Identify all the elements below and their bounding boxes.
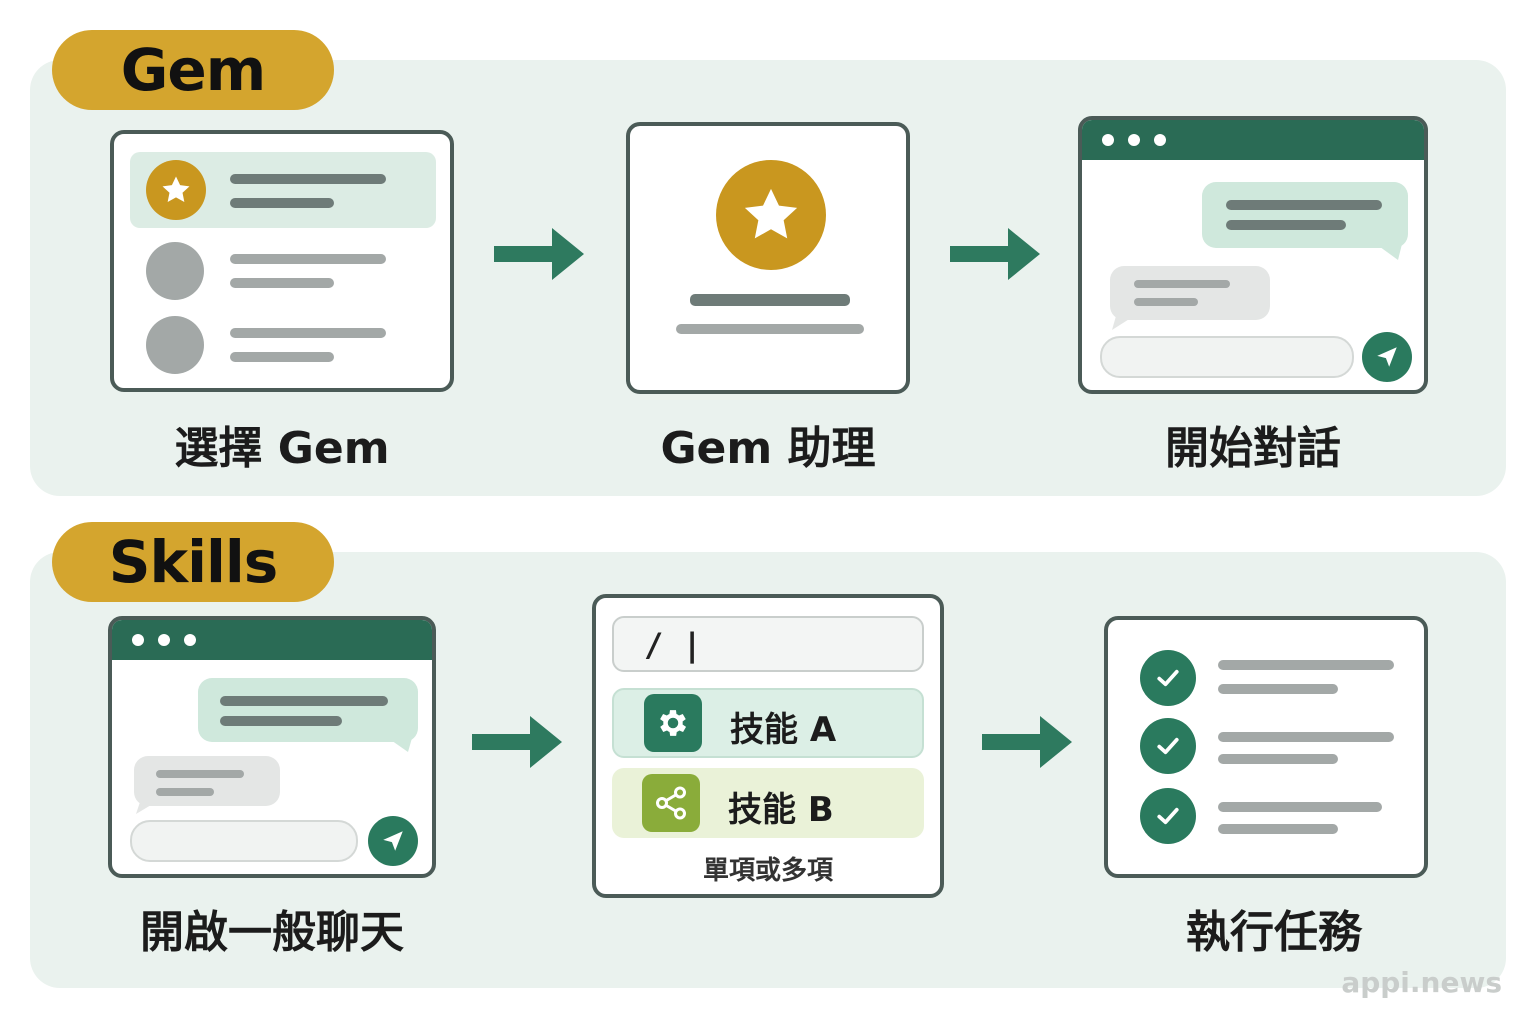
message-line: [156, 788, 214, 796]
task-line: [1218, 684, 1338, 694]
share-icon: [656, 786, 686, 820]
chat-window: [1078, 116, 1428, 394]
task-line: [1218, 660, 1394, 670]
gem-avatar: [146, 242, 204, 300]
skill-b-icon-box: [642, 774, 700, 832]
gem-item-line: [230, 278, 334, 288]
assistant-title-line: [690, 294, 850, 306]
send-button[interactable]: [1362, 332, 1412, 382]
send-button[interactable]: [368, 816, 418, 866]
skills-pill: Skills: [52, 522, 334, 602]
send-icon: [1377, 347, 1397, 367]
gem-item-line: [230, 328, 386, 338]
skill-option-b[interactable]: 技能 B: [612, 768, 924, 838]
user-message-bubble: [1202, 182, 1408, 248]
assistant-desc-line: [676, 324, 864, 334]
message-line: [1226, 200, 1382, 210]
skill-picker-panel: / | 技能 A 技能 B 單項或多項: [592, 594, 944, 898]
gem-item-line: [230, 198, 334, 208]
chat-input[interactable]: [130, 820, 358, 862]
bubble-tail: [1112, 316, 1134, 330]
slash-command-text: / |: [644, 626, 702, 664]
gem-list-panel: [110, 130, 454, 392]
star-icon: [162, 176, 190, 203]
send-icon: [383, 831, 403, 851]
message-line: [1134, 298, 1198, 306]
arrow-right-icon: [982, 716, 1072, 768]
gem-item-line: [230, 254, 386, 264]
general-chat-window: [108, 616, 436, 878]
skill-a-label: 技能 A: [730, 710, 837, 750]
bubble-tail: [1376, 244, 1402, 260]
check-icon: [1140, 650, 1196, 706]
skill-b-label: 技能 B: [728, 790, 834, 830]
task-line: [1218, 824, 1338, 834]
watermark: appi.news: [1341, 966, 1502, 999]
window-dot: [1128, 134, 1140, 146]
message-line: [220, 716, 342, 726]
message-line: [220, 696, 388, 706]
skill-a-icon-box: [644, 694, 702, 752]
task-checklist-panel: [1104, 616, 1428, 878]
step-caption: 開始對話: [1165, 423, 1341, 474]
gear-icon: [660, 710, 687, 736]
arrow-right-icon: [950, 228, 1040, 280]
step-caption: 執行任務: [1186, 907, 1362, 958]
gem-item-line: [230, 352, 334, 362]
task-line: [1218, 754, 1338, 764]
step-caption: 選擇 Gem: [174, 423, 390, 474]
skill-option-a[interactable]: 技能 A: [612, 688, 924, 758]
gem-assistant-avatar: [716, 160, 826, 270]
bubble-tail: [388, 738, 412, 752]
message-line: [1134, 280, 1230, 288]
user-message-bubble: [198, 678, 418, 742]
step-caption: Gem 助理: [660, 423, 876, 474]
check-icon: [1140, 718, 1196, 774]
step-caption: 開啟一般聊天: [140, 907, 404, 958]
window-dot: [1154, 134, 1166, 146]
chat-input[interactable]: [1100, 336, 1354, 378]
task-line: [1218, 732, 1394, 742]
task-line: [1218, 802, 1382, 812]
message-line: [1226, 220, 1346, 230]
gem-avatar: [146, 316, 204, 374]
window-dot: [158, 634, 170, 646]
arrow-right-icon: [494, 228, 584, 280]
star-icon: [744, 188, 798, 239]
bubble-tail: [136, 802, 156, 814]
slash-command-input[interactable]: / |: [612, 616, 924, 672]
window-dot: [184, 634, 196, 646]
gem-item-line: [230, 174, 386, 184]
window-titlebar: [1082, 120, 1424, 160]
gem-assistant-panel: [626, 122, 910, 394]
assistant-message-bubble: [1110, 266, 1270, 320]
assistant-message-bubble: [134, 756, 280, 806]
window-titlebar: [112, 620, 432, 660]
arrow-right-icon: [472, 716, 562, 768]
message-line: [156, 770, 244, 778]
gem-avatar-star: [146, 160, 206, 220]
window-dot: [132, 634, 144, 646]
check-icon: [1140, 788, 1196, 844]
selection-note: 單項或多項: [702, 856, 833, 886]
gem-pill: Gem: [52, 30, 334, 110]
window-dot: [1102, 134, 1114, 146]
